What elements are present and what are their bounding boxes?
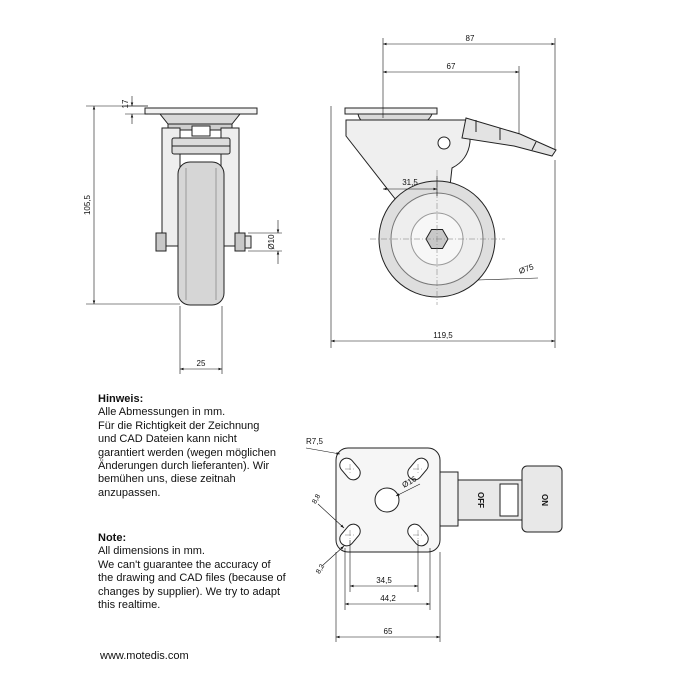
german-note: Hinweis: Alle Abmessungen in mm. Für die…: [98, 393, 313, 500]
dim-overall-height: 105,5: [83, 194, 92, 215]
dim-wheel-width: 25: [197, 359, 206, 368]
english-note-line: All dimensions in mm.: [98, 545, 205, 558]
dim-axle-diameter: Ø10: [267, 234, 276, 250]
website-url: www.motedis.com: [100, 650, 189, 662]
english-note-line: changes by supplier). We try to adapt: [98, 585, 281, 598]
dim-axle-offset: 31,5: [402, 178, 418, 187]
english-note-line: We can't guarantee the accuracy of: [98, 558, 271, 571]
front-swivel-housing: [158, 113, 242, 125]
front-wheel: [177, 161, 225, 306]
german-note-line: und CAD Dateien kann nicht: [98, 433, 237, 446]
dim-slot-width: 8,8: [311, 493, 322, 505]
dim-corner-radius: R7,5: [306, 437, 323, 446]
dim-top-offset: 67: [447, 62, 456, 71]
plate-centerlines: [345, 464, 423, 540]
german-note-line: bemühen uns, diese zeitnah: [98, 473, 236, 486]
german-note-line: Alle Abmessungen in mm.: [98, 406, 226, 419]
front-brake-tab: [191, 125, 211, 137]
brake-off-label: OFF: [476, 492, 485, 508]
dim-slot-offset: 8,2: [315, 563, 326, 575]
side-view-dimensions: [330, 38, 556, 348]
side-rivet: [437, 136, 451, 150]
dim-overall-length: 119,5: [433, 331, 453, 340]
plate-view-dimensions: [305, 447, 441, 642]
german-note-line: garantiert werden (wegen möglichen: [98, 446, 276, 459]
german-note-line: anzupassen.: [98, 486, 161, 499]
plate-view: [335, 447, 563, 553]
front-view-dimensions: [86, 96, 282, 374]
german-note-line: Für die Richtigkeit der Zeichnung: [98, 419, 260, 432]
side-brake-lever: [461, 117, 557, 157]
front-axle-nut-right: [234, 232, 246, 252]
side-top-plate: [344, 107, 438, 115]
front-axle-end: [244, 235, 252, 249]
center-hole: [374, 487, 400, 513]
english-note-heading: Note:: [98, 532, 127, 544]
brake-on-label: ON: [540, 494, 549, 506]
english-note-line: the drawing and CAD files (because of: [98, 572, 286, 585]
dim-wheel-diameter: Ø75: [518, 262, 536, 276]
german-note-heading: Hinweis:: [98, 393, 144, 405]
dim-hole-spacing-a: 34,5: [376, 576, 392, 585]
dim-hole-spacing-b: 44,2: [380, 594, 396, 603]
dim-plate-thickness: 17: [121, 99, 130, 108]
english-note-line: this realtime.: [98, 599, 161, 612]
front-view: [144, 107, 258, 306]
front-top-plate: [144, 107, 258, 115]
front-axle-nut-left: [155, 232, 167, 252]
english-note: Note: All dimensions in mm. We can't gua…: [98, 532, 313, 612]
dim-plate-width: 65: [384, 627, 393, 636]
brake-pedal-on-pad: [521, 465, 563, 533]
dim-top-overall-width: 87: [466, 34, 475, 43]
german-note-line: Änderungen durch lieferanten). Wir: [98, 460, 270, 473]
